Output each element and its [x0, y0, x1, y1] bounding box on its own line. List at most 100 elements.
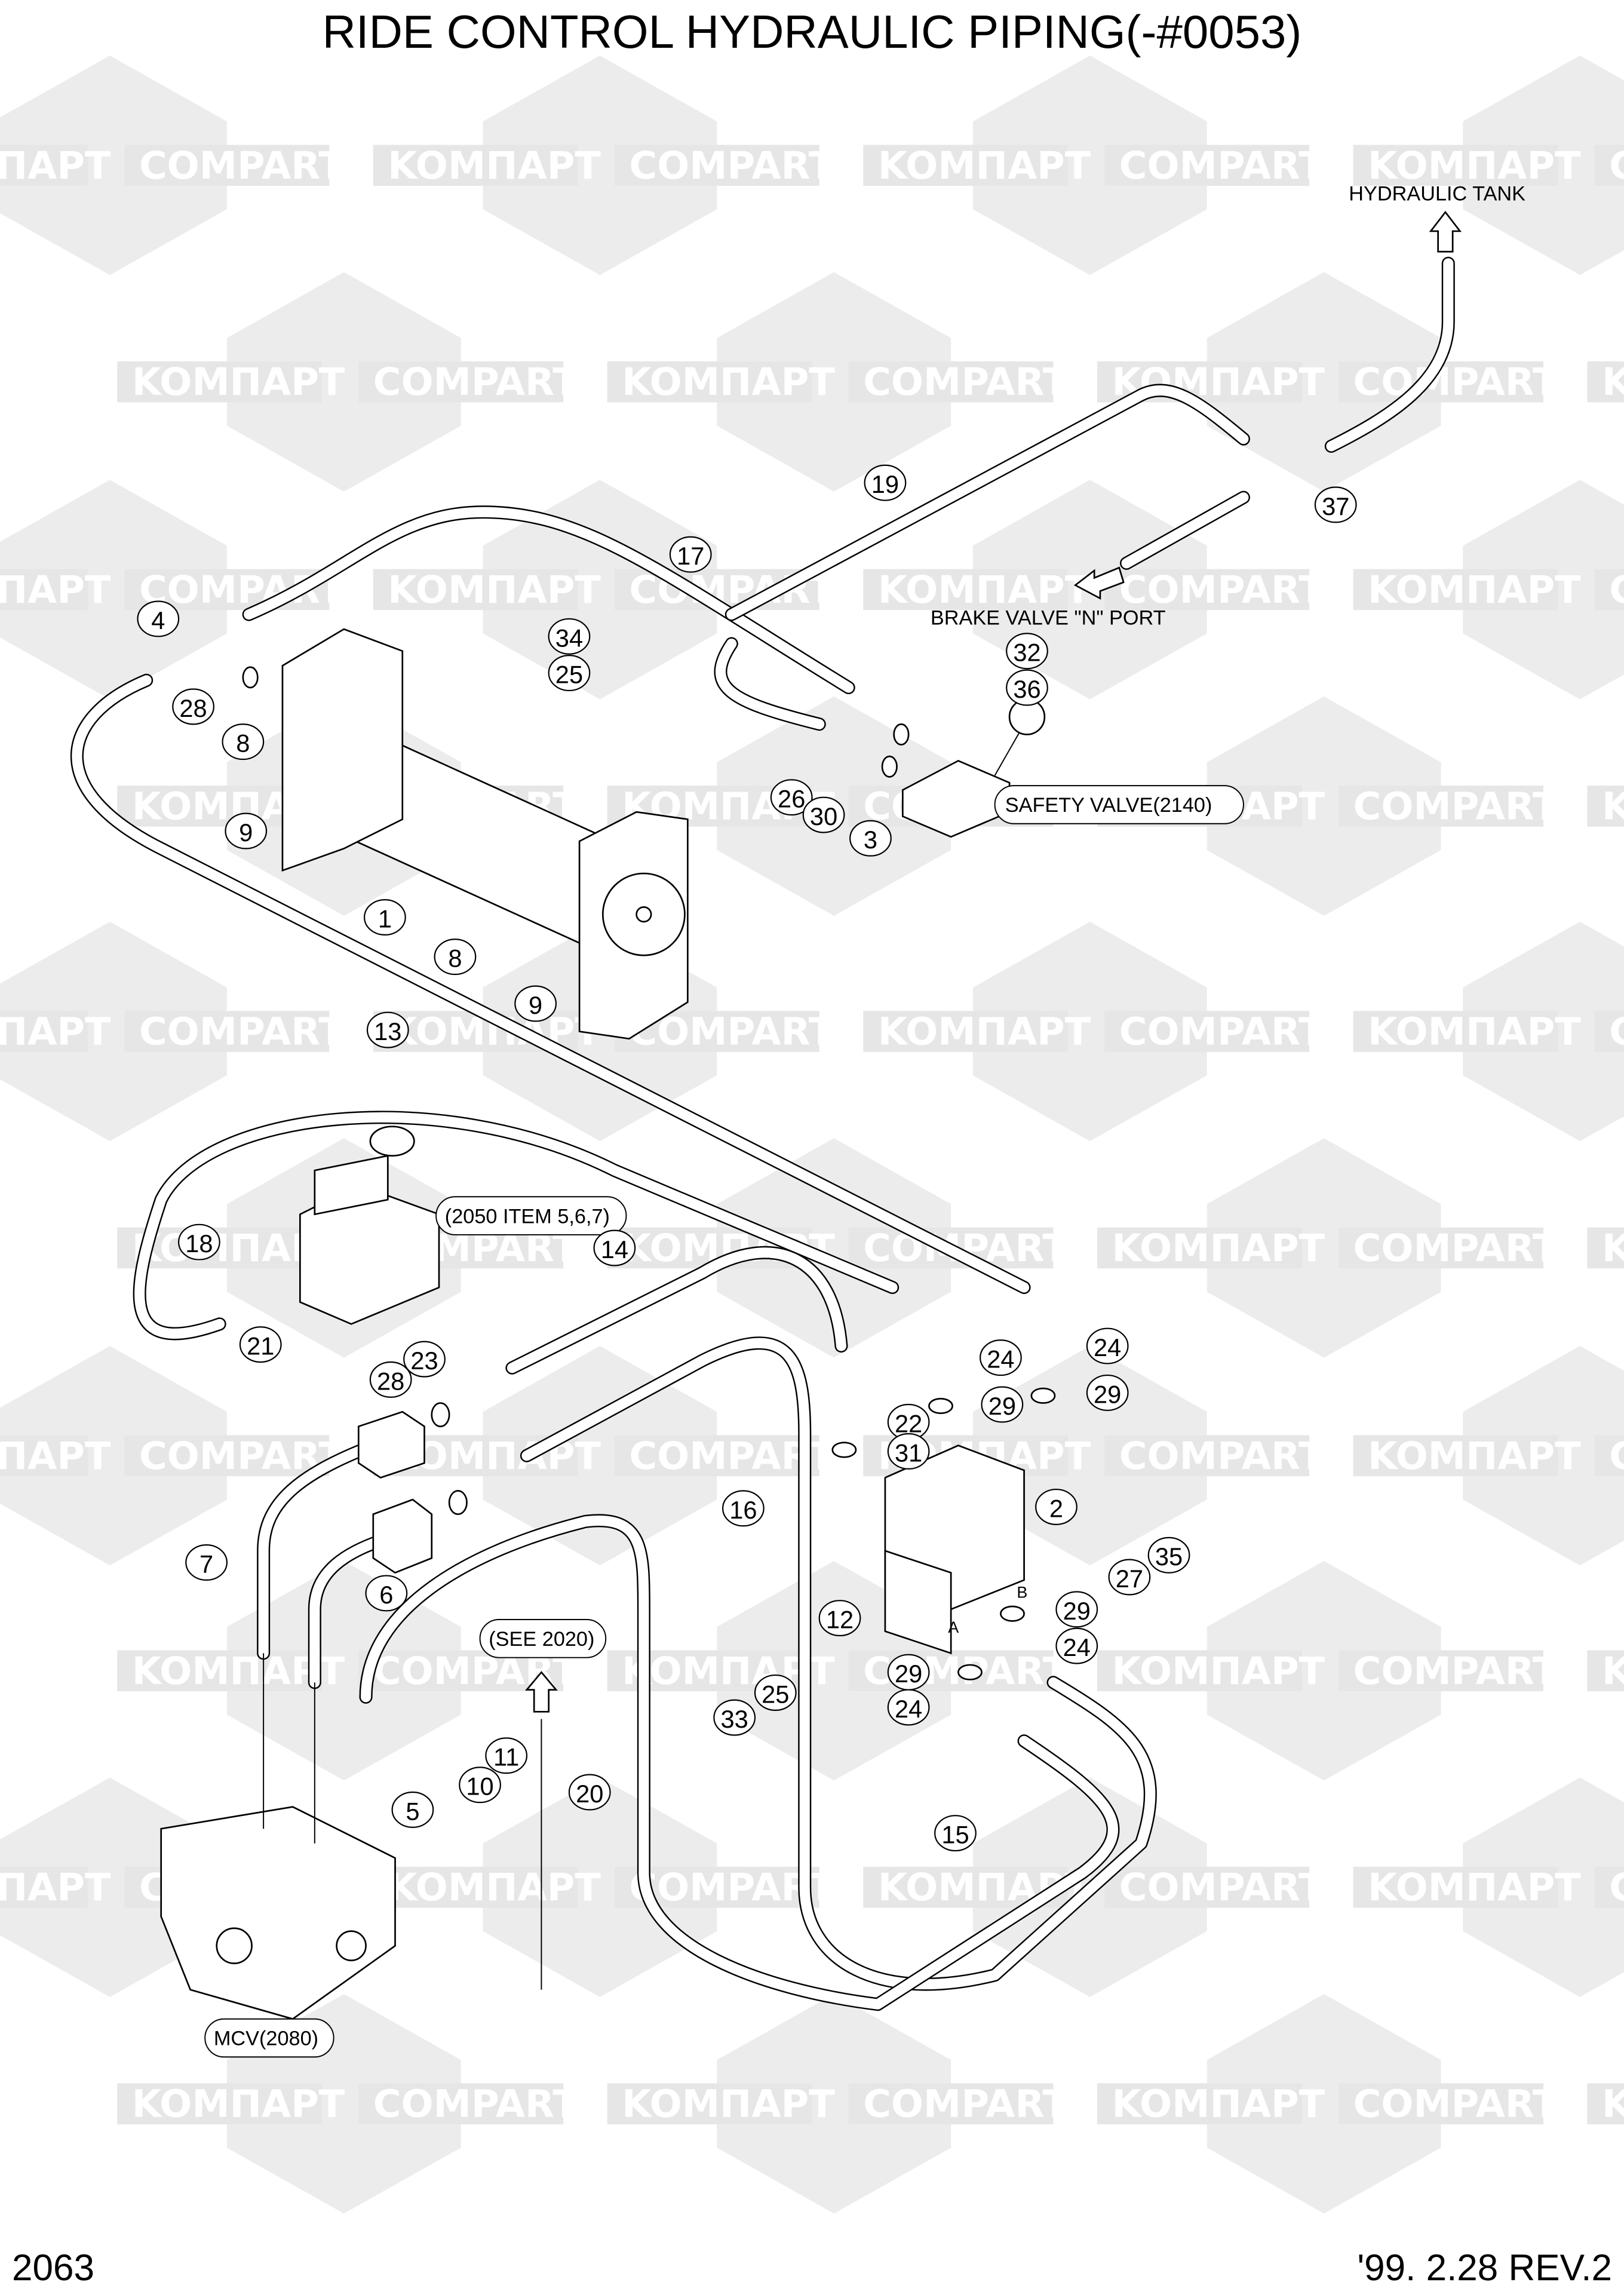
watermark-tile: KOMПAPT COMPART [373, 56, 835, 275]
o-rings [242, 666, 1056, 1680]
watermark-tile: KOMПAPT COMPART [1353, 1777, 1624, 1997]
watermark-text: KOMПAPT [622, 360, 835, 404]
see-2020-label: (SEE 2020) [489, 1628, 594, 1651]
callout-23: 23 [403, 1341, 446, 1378]
bracket-front [578, 811, 689, 1040]
watermark-text: KOMПAPT [1368, 144, 1581, 188]
callout-number: 2 [1049, 1494, 1063, 1522]
watermark-text: KOMПAPT [132, 360, 345, 404]
watermark-tile: KOMПAPT COMPART [1353, 56, 1624, 275]
hose-14 [505, 1246, 848, 1375]
callout-24: 24 [1086, 1327, 1129, 1364]
callout-number: 6 [379, 1581, 393, 1609]
watermark-text: KOMПAPT [1112, 1649, 1325, 1694]
hose-16 [520, 1336, 1157, 1991]
watermark-text: COMPART [1609, 144, 1624, 188]
callout-number: 11 [493, 1743, 519, 1771]
callout-25: 25 [754, 1674, 797, 1711]
brake-valve-hose [1120, 490, 1250, 570]
watermark-text: KOMПAPT [388, 144, 601, 188]
callout-11: 11 [485, 1737, 528, 1774]
watermark-text: COMPART [1609, 1866, 1624, 1910]
callout-number: 29 [1063, 1597, 1091, 1625]
callout-31: 31 [887, 1433, 930, 1470]
callout-number: 24 [1063, 1633, 1091, 1661]
callout-number: 16 [729, 1496, 757, 1524]
mcv-label-box [204, 2018, 334, 2058]
callout-number: 5 [406, 1797, 419, 1825]
watermark-text: COMPART [629, 144, 834, 188]
watermark-text: KOMПAPT [1602, 1226, 1624, 1271]
watermark-text: KOMПAPT [1602, 360, 1624, 404]
callout-17: 17 [669, 536, 712, 573]
watermark-text: KOMПAPT [1602, 1649, 1624, 1694]
callout-6: 6 [365, 1575, 408, 1612]
callout-29: 29 [1055, 1591, 1098, 1628]
callout-number: 31 [895, 1439, 922, 1467]
pipe-7 [257, 1442, 373, 1660]
callout-number: 27 [1116, 1565, 1143, 1593]
callout-number: 4 [151, 606, 165, 634]
callout-4: 4 [137, 600, 180, 637]
watermark-text: KOMПAPT [1368, 1010, 1581, 1054]
item-ref-2050-label: (2050 ITEM 5,6,7) [445, 1205, 610, 1228]
callout-21: 21 [239, 1326, 282, 1363]
callout-16: 16 [722, 1490, 765, 1527]
callout-number: 13 [374, 1017, 401, 1045]
callout-24: 24 [1055, 1627, 1098, 1664]
callout-number: 8 [236, 729, 250, 757]
arrow-up-tank [1429, 210, 1462, 253]
callout-number: 32 [1013, 639, 1040, 667]
watermark-text: COMPART [1119, 568, 1325, 612]
callout-number: 24 [987, 1345, 1014, 1373]
watermark-text: KOMПAPT [388, 568, 601, 612]
watermark-text: COMPART [1353, 1226, 1559, 1271]
callout-29: 29 [887, 1654, 930, 1691]
watermark-text: COMPART [1119, 144, 1325, 188]
port-a-label: A [948, 1618, 959, 1636]
watermark-tile: KOMПAPT COMPART [1353, 921, 1624, 1142]
item-ref-box [435, 1196, 627, 1235]
see-2020-box [479, 1619, 607, 1658]
watermark-text: KOMПAPT [878, 568, 1091, 612]
bracket-rear [281, 628, 404, 872]
valve-block-2 [884, 1445, 1025, 1655]
revision-date: '99. 2.28 REV.2 [1357, 2247, 1612, 2289]
callout-number: 15 [941, 1821, 969, 1849]
callout-number: 33 [721, 1705, 748, 1733]
callout-7: 7 [185, 1544, 228, 1581]
watermark-text: COMPART [1609, 1010, 1624, 1054]
callout-13: 13 [366, 1011, 409, 1048]
watermark-text: KOMПAPT [1368, 1866, 1581, 1910]
watermark-text: KOMПAPT [1368, 1434, 1581, 1479]
callout-1: 1 [364, 899, 406, 936]
hose-13 [70, 673, 1031, 1295]
hose-15 [359, 1514, 1120, 2011]
callout-number: 29 [988, 1392, 1016, 1420]
watermark-text: KOMПAPT [1112, 2083, 1325, 2127]
watermark-text: KOMПAPT [0, 1010, 111, 1054]
watermark-layer: KOMПAPT COMPART KOMПAPT COMPART KOMПAPT COMPA… [0, 56, 1624, 2214]
watermark-text: KOMПAPT [1368, 568, 1581, 612]
watermark-text: COMPART [1119, 1010, 1325, 1054]
hose-17b [714, 637, 826, 731]
watermark-text: COMPART [1119, 1434, 1325, 1479]
safety-valve-label: SAFETY VALVE(2140) [1005, 794, 1212, 817]
callout-20: 20 [568, 1774, 611, 1811]
callout-33: 33 [713, 1699, 756, 1736]
